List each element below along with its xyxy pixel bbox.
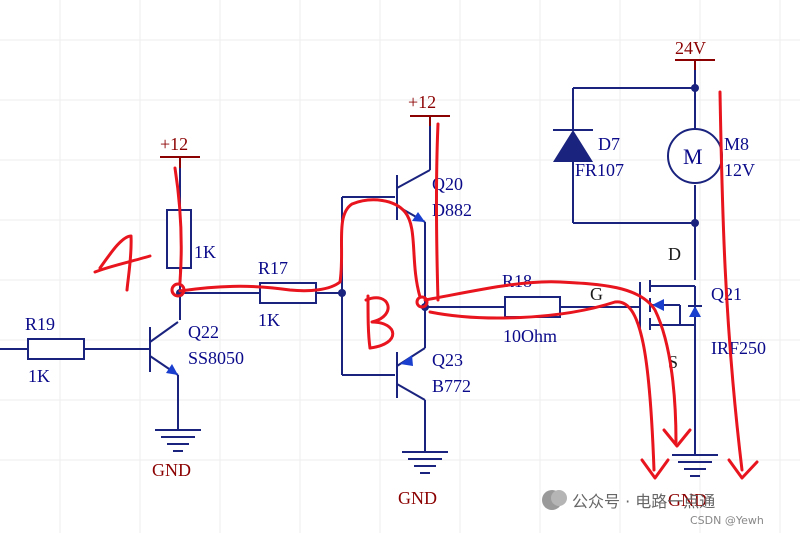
watermark-main: 公众号 · 电路一点通 — [572, 492, 715, 511]
hand-path-to-bus — [178, 198, 422, 299]
transistor-q22: Q22 SS8050 — [149, 321, 244, 376]
vcc-c-label: 24V — [675, 38, 706, 58]
pin-drain-label: D — [668, 244, 681, 264]
gnd-c-label: GND — [668, 490, 707, 510]
q22-part: SS8050 — [188, 348, 244, 368]
q22-ref: Q22 — [188, 322, 219, 342]
transistor-q23: Q23 B772 — [396, 347, 471, 401]
r17-ref: R17 — [258, 258, 288, 278]
point-b-text: B — [372, 329, 373, 331]
q20-part: D882 — [432, 200, 472, 220]
annotation-point-a: A — [93, 234, 152, 292]
hand-arrow-b — [640, 458, 670, 480]
pullup-value: 1K — [194, 242, 216, 262]
motor-symbol: M — [683, 144, 703, 169]
annotation-point-b: B — [364, 294, 395, 350]
ground-symbol-c: GND — [668, 454, 718, 510]
watermark: 公众号 · 电路一点通 CSDN @Yewh — [542, 490, 764, 527]
pin-source-label: S — [668, 352, 678, 372]
ground-symbol-b: GND — [398, 451, 448, 508]
hand-arrow-gate — [662, 428, 692, 448]
watermark-source: CSDN @Yewh — [690, 514, 764, 527]
hand-path-b-down — [428, 300, 656, 472]
power-symbol-vcc-a: +12 — [160, 134, 200, 168]
hand-path-collector — [435, 122, 440, 302]
resistor-pullup: 1K — [166, 209, 216, 269]
hand-path-pullup — [173, 166, 183, 284]
handwritten-annotations: A B — [93, 90, 759, 480]
ground-symbol-a: GND — [152, 429, 201, 480]
d7-part: FR107 — [575, 160, 624, 180]
pin-gate-label: G — [590, 284, 603, 304]
r19-value: 1K — [28, 366, 50, 386]
resistor-r17: R17 1K — [258, 258, 317, 330]
vcc-b-label: +12 — [408, 92, 436, 112]
r19-ref: R19 — [25, 314, 55, 334]
hand-arrow-24v — [727, 458, 759, 480]
hand-path-24v — [718, 90, 744, 472]
q23-ref: Q23 — [432, 350, 463, 370]
diode-d7: D7 FR107 — [553, 129, 624, 180]
q21-part: IRF250 — [711, 338, 766, 358]
r17-value: 1K — [258, 310, 280, 330]
motor-m8: M M8 12V — [667, 128, 755, 184]
gnd-b-label: GND — [398, 488, 437, 508]
resistor-r18: R18 10Ohm — [502, 271, 561, 346]
q23-part: B772 — [432, 376, 471, 396]
r18-value: 10Ohm — [503, 326, 557, 346]
power-symbol-vcc-c: 24V — [675, 38, 715, 70]
power-symbol-vcc-b: +12 — [408, 92, 450, 126]
hand-path-gate — [423, 280, 678, 444]
d7-ref: D7 — [598, 134, 620, 154]
resistor-r19: R19 1K — [25, 314, 85, 386]
m8-part: 12V — [724, 160, 755, 180]
mosfet-q21: Q21 IRF250 — [639, 280, 766, 358]
gnd-a-label: GND — [152, 460, 191, 480]
q20-ref: Q20 — [432, 174, 463, 194]
m8-ref: M8 — [724, 134, 749, 154]
vcc-a-label: +12 — [160, 134, 188, 154]
transistor-q20: Q20 D882 — [396, 169, 472, 223]
r18-ref: R18 — [502, 271, 532, 291]
